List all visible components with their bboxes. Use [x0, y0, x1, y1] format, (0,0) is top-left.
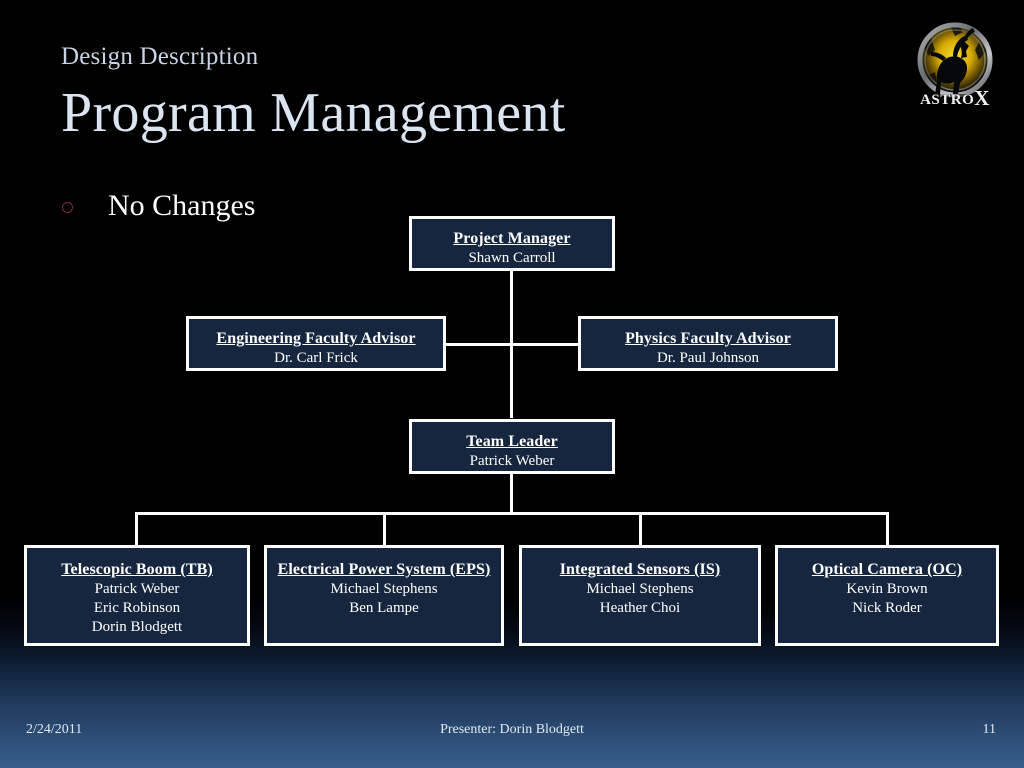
- org-box-member: Patrick Weber: [94, 581, 180, 597]
- bucking-horse-rider-silhouette: [931, 28, 975, 94]
- org-box-member: Eric Robinson: [93, 600, 181, 617]
- astrox-logo: ASTROX: [903, 16, 1007, 120]
- org-box-title: Optical Camera (OC): [811, 561, 963, 578]
- org-box-member: Patrick Weber: [469, 453, 555, 469]
- org-box-member: Ben Lampe: [349, 600, 419, 617]
- org-box-title: Physics Faculty Advisor: [625, 330, 791, 347]
- org-box-title: Electrical Power System (EPS): [277, 561, 491, 578]
- astrox-wordmark: ASTROX: [903, 88, 1007, 109]
- org-box-physics-faculty-advisor[interactable]: Physics Faculty Advisor Dr. Paul Johnson: [578, 316, 838, 371]
- org-box-member: Kevin Brown: [846, 581, 928, 597]
- org-box-member: Shawn Carroll: [468, 250, 556, 266]
- footer-date: 2/24/2011: [26, 722, 83, 737]
- page-title: Program Management: [61, 82, 566, 144]
- org-box-project-manager[interactable]: Project Manager Shawn Carroll: [409, 216, 615, 271]
- astrox-wordmark-x: X: [974, 86, 990, 110]
- org-box-title: Project Manager: [453, 230, 571, 247]
- slide-eyebrow: Design Description: [61, 43, 259, 70]
- org-box-optical-camera[interactable]: Optical Camera (OC) Kevin Brown Nick Rod…: [775, 545, 999, 646]
- org-box-member: Michael Stephens: [586, 581, 694, 597]
- org-box-title: Engineering Faculty Advisor: [216, 330, 416, 347]
- org-box-member: Dr. Carl Frick: [274, 350, 358, 366]
- org-box-electrical-power-system[interactable]: Electrical Power System (EPS) Michael St…: [264, 545, 504, 646]
- org-box-member: Dr. Paul Johnson: [656, 350, 760, 366]
- footer-page-number: 11: [982, 722, 996, 737]
- org-box-engineering-faculty-advisor[interactable]: Engineering Faculty Advisor Dr. Carl Fri…: [186, 316, 446, 371]
- bullet-circle-icon: [62, 202, 73, 213]
- org-box-telescopic-boom[interactable]: Telescopic Boom (TB) Patrick Weber Eric …: [24, 545, 250, 646]
- org-box-member: Nick Roder: [852, 600, 922, 617]
- org-box-member: Dorin Blodgett: [91, 619, 183, 636]
- org-box-title: Team Leader: [466, 433, 558, 450]
- astrox-wordmark-pre: ASTRO: [920, 92, 975, 108]
- org-box-title: Telescopic Boom (TB): [61, 561, 213, 578]
- org-box-integrated-sensors[interactable]: Integrated Sensors (IS) Michael Stephens…: [519, 545, 761, 646]
- org-box-member: Heather Choi: [599, 600, 681, 617]
- footer-presenter: Presenter: Dorin Blodgett: [440, 722, 584, 737]
- bullet-item: No Changes: [62, 189, 255, 223]
- org-box-member: Michael Stephens: [330, 581, 438, 597]
- bullet-label: No Changes: [108, 189, 256, 222]
- org-box-team-leader[interactable]: Team Leader Patrick Weber: [409, 419, 615, 474]
- astrox-logo-graphic: [903, 16, 1007, 120]
- org-box-title: Integrated Sensors (IS): [559, 561, 721, 578]
